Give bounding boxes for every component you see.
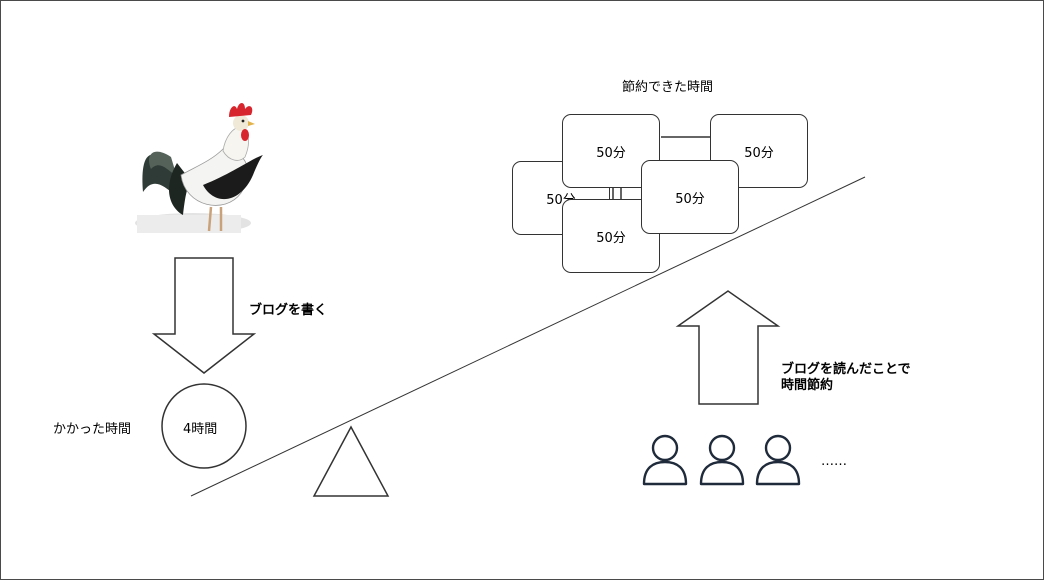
user-icon: [755, 434, 801, 486]
down-arrow: [151, 257, 257, 374]
saved-time-card: 50分: [710, 114, 808, 188]
read-blog-label-line2: 時間節約: [781, 378, 834, 393]
rooster-icon: [135, 103, 263, 233]
fulcrum-triangle: [312, 425, 390, 497]
saved-time-title: 節約できた時間: [622, 80, 714, 95]
time-spent-label: かかった時間: [53, 422, 132, 437]
up-arrow: [675, 290, 781, 405]
time-spent-value: 4時間: [183, 422, 218, 437]
read-blog-label-line1: ブログを読んだことで: [781, 362, 911, 377]
user-icon: [699, 434, 745, 486]
more-users-ellipsis: ……: [821, 454, 847, 469]
seesaw-beam: [190, 176, 866, 497]
time-spent-circle: [161, 383, 247, 469]
write-blog-label: ブログを書く: [249, 303, 328, 318]
user-icon: [642, 434, 688, 486]
saved-time-card: 50分: [641, 160, 739, 234]
